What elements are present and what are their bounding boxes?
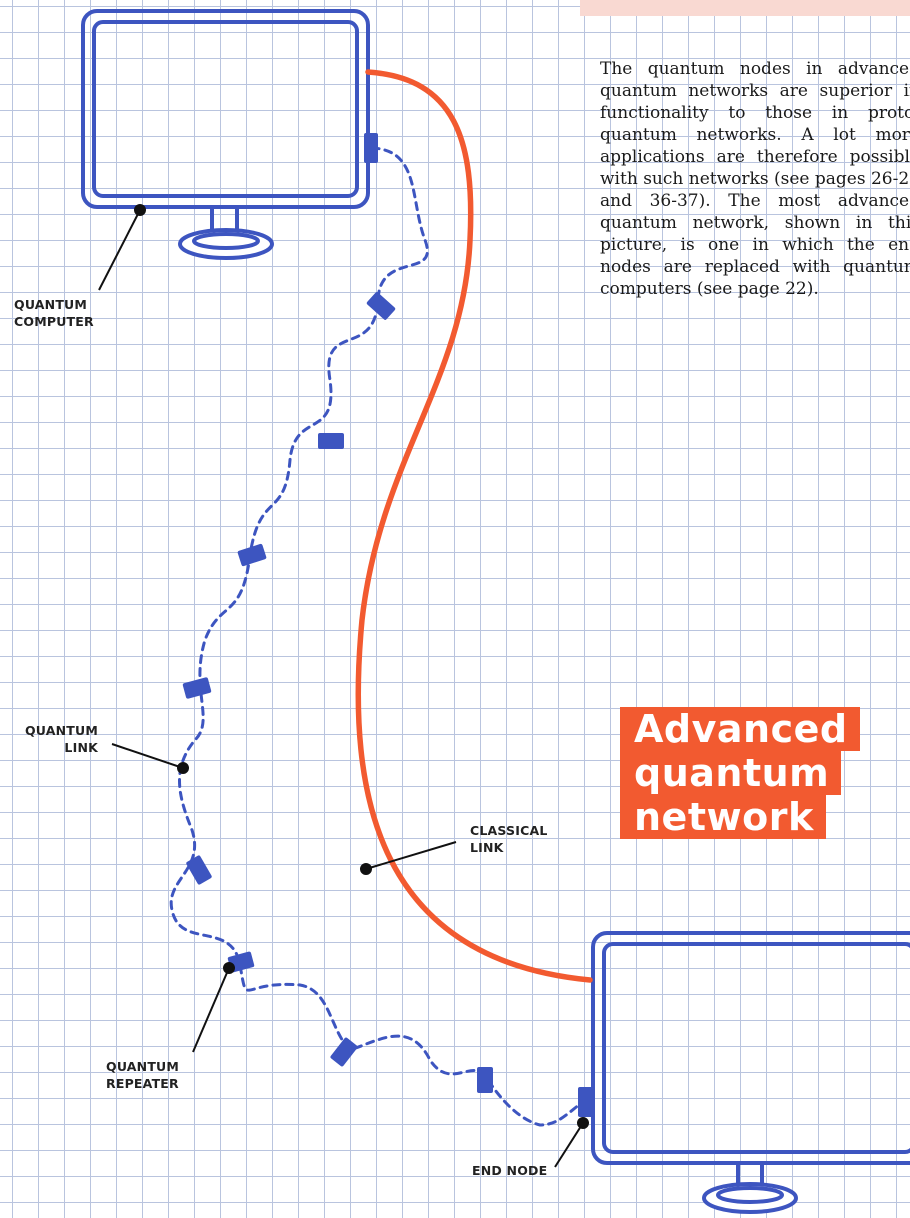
quantum-node-block xyxy=(330,1037,358,1067)
end-node-dot xyxy=(577,1117,589,1129)
quantum-repeater-leader xyxy=(192,967,230,1053)
quantum-node-block xyxy=(477,1067,493,1093)
diagram-title: Advanced quantum network xyxy=(620,707,860,839)
quantum-repeater-label: QUANTUM REPEATER xyxy=(106,1059,180,1091)
quantum-link-leader xyxy=(111,743,184,769)
quantum-node-block xyxy=(318,433,344,449)
end-node-monitor xyxy=(591,931,910,1214)
quantum-link-nodes xyxy=(182,133,594,1117)
title-line-1: Advanced xyxy=(620,707,860,751)
quantum-computer-leader xyxy=(98,209,141,291)
callout-leaders xyxy=(98,204,589,1168)
end-node-label: END NODE xyxy=(472,1163,548,1178)
quantum-repeater-dot xyxy=(223,962,235,974)
quantum-link-cable xyxy=(169,146,588,1127)
quantum-computer-label: QUANTUM COMPUTER xyxy=(14,297,94,329)
quantum-node-block xyxy=(182,677,212,699)
quantum-node-block xyxy=(186,855,212,885)
quantum-node-block xyxy=(364,133,378,163)
classical-link-label: CLASSICAL LINK xyxy=(470,823,548,855)
classical-link-leader xyxy=(365,841,457,870)
end-node-connector-block xyxy=(578,1087,594,1117)
classical-link-cable xyxy=(355,69,593,983)
quantum-link-dot xyxy=(177,762,189,774)
title-line-3: network xyxy=(620,795,826,839)
classical-link-dot xyxy=(360,863,372,875)
description-paragraph: The quantum nodes in advanced quantum ne… xyxy=(600,59,910,299)
quantum-computer-dot xyxy=(134,204,146,216)
end-node-leader xyxy=(554,1122,584,1168)
title-line-2: quantum xyxy=(620,751,842,795)
quantum-computer-monitor xyxy=(81,9,370,260)
quantum-node-block xyxy=(366,292,396,320)
quantum-link-label: QUANTUM LINK xyxy=(24,723,98,755)
quantum-node-block xyxy=(237,543,267,567)
header-band xyxy=(580,0,910,16)
